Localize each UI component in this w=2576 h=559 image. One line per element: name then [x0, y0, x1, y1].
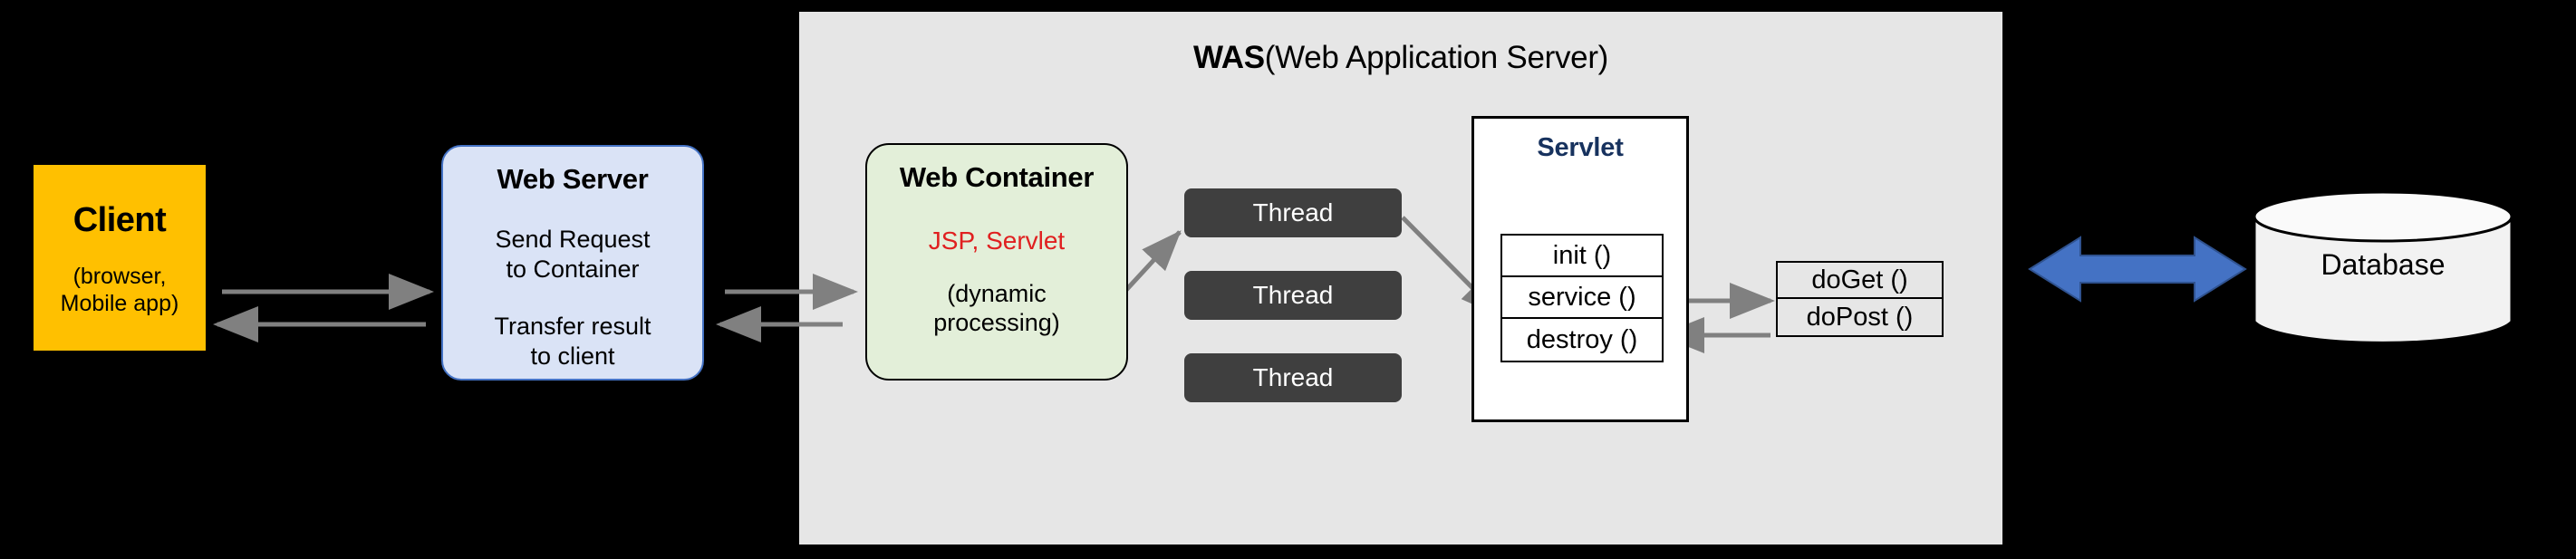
client-node[interactable]: Client (browser, Mobile app) [34, 165, 206, 351]
web-server-body-2: Transfer result to client [494, 312, 651, 371]
was-abbr-label: WAS [1192, 40, 1265, 75]
web-server-body-1: Send Request to Container [495, 225, 650, 284]
servlet-method-label: init () [1552, 240, 1612, 270]
thread-box[interactable]: Thread [1184, 353, 1402, 402]
servlet-lifecycle-row[interactable]: service () [1502, 277, 1662, 319]
web-container-tech-label: JSP, Servlet [928, 226, 1066, 255]
web-server-line-1: Send Request [495, 226, 651, 253]
web-container-node[interactable]: Web Container JSP, Servlet (dynamic proc… [865, 143, 1128, 381]
web-server-title: Web Server [497, 163, 649, 195]
web-server-line-3: Transfer result [494, 312, 651, 340]
was-title: WAS(Web Application Server) [799, 40, 2002, 76]
servlet-method-label: service () [1528, 282, 1636, 312]
was-expansion-label: (Web Application Server) [1264, 40, 1609, 75]
thread-box[interactable]: Thread [1184, 271, 1402, 320]
database-cylinder-icon[interactable] [2253, 189, 2513, 349]
client-title: Client [72, 201, 167, 240]
client-subtitle-line-2: Mobile app) [60, 291, 179, 317]
client-subtitle: (browser, Mobile app) [61, 263, 179, 318]
web-server-node[interactable]: Web Server Send Request to Container Tra… [441, 145, 704, 381]
database-label: Database [2320, 248, 2446, 281]
web-container-title: Web Container [899, 161, 1095, 193]
web-container-note-line-1: (dynamic [947, 280, 1047, 307]
web-container-note-line-2: processing) [933, 309, 1060, 337]
thread-label: Thread [1252, 198, 1334, 226]
servlet-lifecycle-table: init () service () destroy () [1500, 234, 1664, 362]
http-handler-table: doGet () doPost () [1776, 261, 1944, 337]
servlet-lifecycle-row[interactable]: init () [1502, 236, 1662, 277]
web-server-line-2: to Container [506, 255, 640, 283]
http-handler-label: doPost () [1806, 302, 1914, 332]
arrow-was-to-database [2028, 236, 2247, 303]
servlet-lifecycle-row[interactable]: destroy () [1502, 319, 1662, 361]
web-container-note: (dynamic processing) [933, 279, 1060, 338]
client-subtitle-line-1: (browser, [72, 263, 167, 289]
thread-label: Thread [1252, 281, 1334, 309]
web-server-line-4: to client [530, 342, 615, 370]
http-handler-row[interactable]: doGet () [1778, 263, 1942, 299]
http-handler-label: doGet () [1811, 265, 1908, 294]
thread-box[interactable]: Thread [1184, 188, 1402, 237]
servlet-title: Servlet [1537, 133, 1624, 162]
http-handler-row[interactable]: doPost () [1778, 299, 1942, 335]
servlet-method-label: destroy () [1526, 324, 1638, 354]
thread-label: Thread [1252, 363, 1334, 391]
